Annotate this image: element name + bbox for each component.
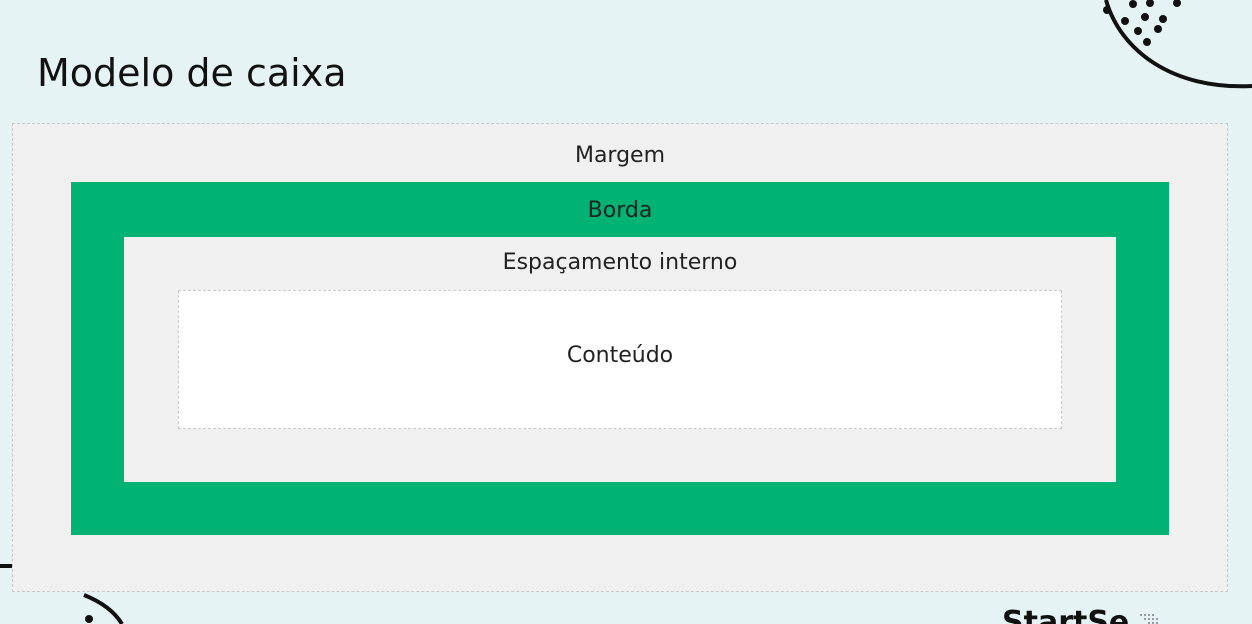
- margin-box: Margem Borda Espaçamento interno Conteúd…: [12, 123, 1228, 592]
- bottom-left-dot: [85, 615, 93, 623]
- border-label: Borda: [587, 198, 653, 223]
- brand-mark-icon: [1140, 614, 1158, 624]
- bottom-left-arc: [83, 593, 124, 624]
- content-label: Conteúdo: [566, 343, 674, 368]
- padding-label: Espaçamento interno: [502, 250, 738, 275]
- brand-logo-text: StartSe: [1002, 605, 1130, 624]
- padding-box: Espaçamento interno Conteúdo: [124, 237, 1116, 482]
- top-right-arc: [1104, 0, 1252, 89]
- border-box: Borda Espaçamento interno Conteúdo: [71, 182, 1169, 535]
- content-box: Conteúdo: [178, 290, 1062, 429]
- margin-label: Margem: [574, 143, 666, 168]
- dots-icon: [1103, 0, 1181, 46]
- slide-title: Modelo de caixa: [37, 51, 347, 95]
